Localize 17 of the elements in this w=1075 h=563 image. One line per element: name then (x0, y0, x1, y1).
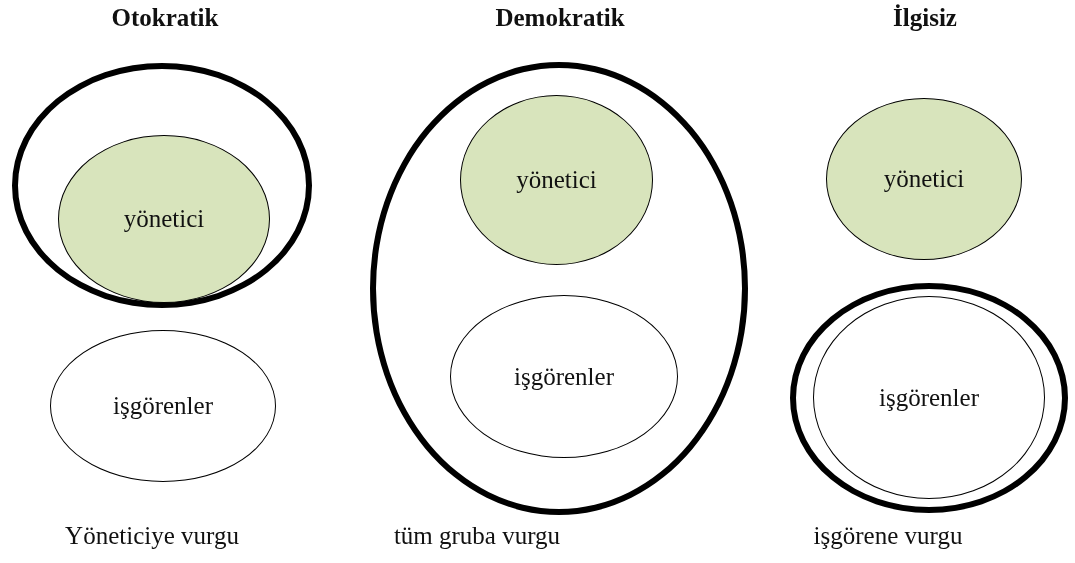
node-label: yönetici (883, 165, 965, 193)
caption-text: tüm gruba vurgu (393, 522, 561, 550)
node-label: yönetici (123, 205, 205, 233)
ellipse (813, 296, 1045, 499)
node-label: işgörenler (113, 392, 213, 420)
group-ellipse (12, 63, 312, 308)
node-label: yönetici (516, 166, 597, 194)
group-ellipse (370, 62, 748, 515)
group-ellipse (790, 283, 1068, 513)
caption-text: Yöneticiye vurgu (65, 522, 239, 550)
caption-text: işgörene vurgu (813, 522, 963, 550)
column-heading: Demokratik (495, 4, 625, 32)
column-heading: İlgisiz (893, 4, 957, 32)
node-label: işgörenler (879, 383, 979, 412)
column-heading: Otokratik (111, 4, 219, 32)
node-label: işgörenler (514, 362, 614, 391)
ellipse (450, 295, 678, 458)
